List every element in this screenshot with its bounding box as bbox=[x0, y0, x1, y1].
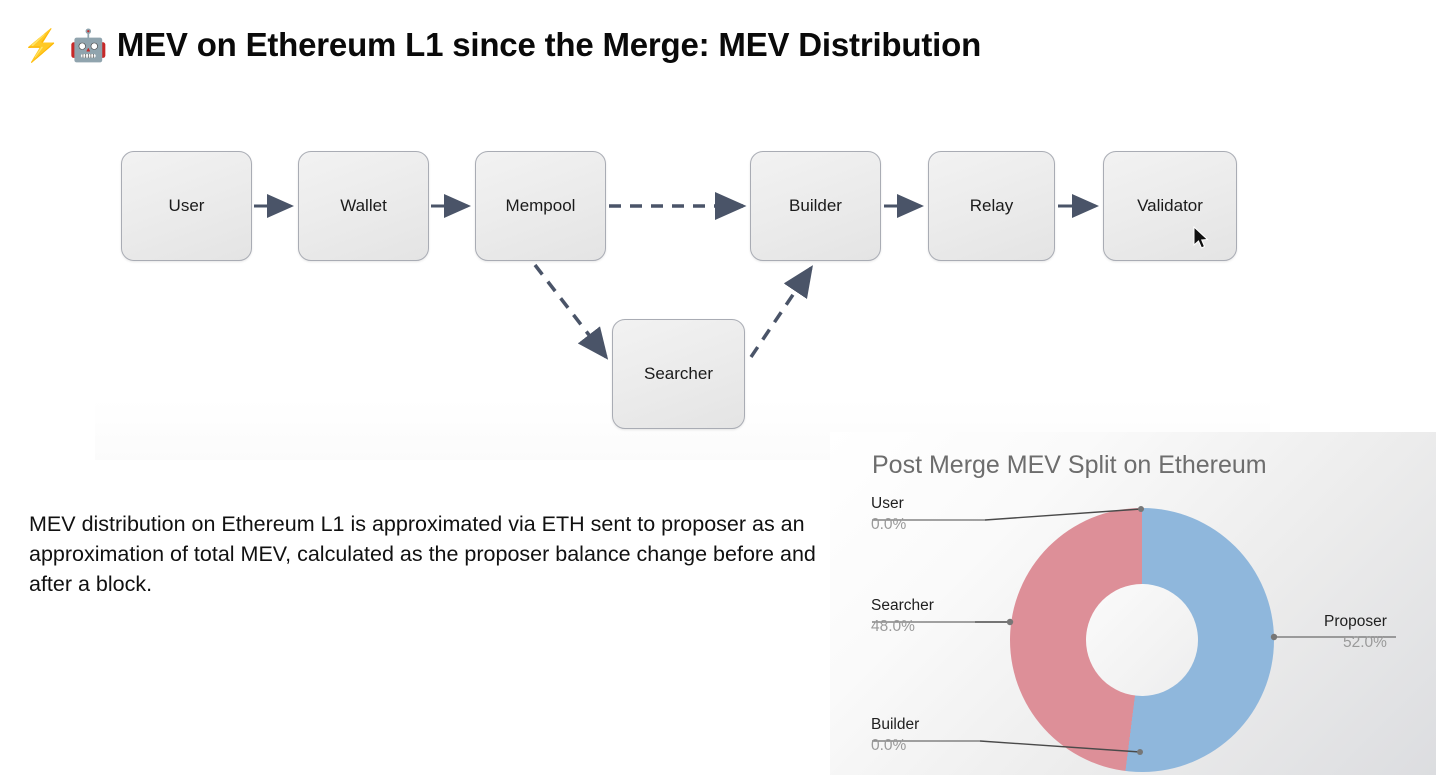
diagram-node-label: Searcher bbox=[644, 364, 713, 383]
diagram-node-validator[interactable]: Validator bbox=[1103, 151, 1237, 261]
pie-label-searcher: Searcher 48.0% bbox=[871, 596, 934, 636]
page-title: ⚡ 🤖 MEV on Ethereum L1 since the Merge: … bbox=[22, 26, 981, 64]
diagram-node-label: Mempool bbox=[505, 196, 576, 215]
description-paragraph: MEV distribution on Ethereum L1 is appro… bbox=[29, 512, 816, 596]
leader-dot-searcher bbox=[1006, 618, 1014, 626]
leader-dot-proposer bbox=[1270, 633, 1278, 641]
diagram-edges bbox=[254, 192, 1099, 360]
pie-label-name: Builder bbox=[871, 716, 920, 733]
diagram-node-builder[interactable]: Builder bbox=[750, 151, 881, 261]
diagram-node-label: Wallet bbox=[340, 196, 387, 215]
pie-label-value: 0.0% bbox=[871, 516, 907, 533]
page-title-text: MEV on Ethereum L1 since the Merge: MEV … bbox=[116, 26, 982, 63]
edge-mempool-searcher bbox=[533, 263, 609, 360]
diagram-node-label: Builder bbox=[789, 196, 842, 215]
diagram-node-wallet[interactable]: Wallet bbox=[298, 151, 429, 261]
leader-line-user bbox=[984, 508, 1142, 521]
robot-icon: 🤖 bbox=[69, 27, 108, 63]
pie-label-user: User 0.0% bbox=[871, 494, 906, 534]
mev-split-chart: Post Merge MEV Split on Ethereum User 0.… bbox=[830, 432, 1436, 775]
donut-hole bbox=[1086, 584, 1198, 696]
chart-title: Post Merge MEV Split on Ethereum bbox=[872, 451, 1267, 479]
leader-dot-builder bbox=[1137, 749, 1143, 755]
pie-label-name: User bbox=[871, 495, 904, 512]
diagram-node-relay[interactable]: Relay bbox=[928, 151, 1055, 261]
pie-label-builder: Builder 0.0% bbox=[871, 715, 919, 755]
pie-label-name: Proposer bbox=[1324, 613, 1387, 630]
pie-label-value: 52.0% bbox=[1342, 634, 1387, 651]
diagram-node-user[interactable]: User bbox=[121, 151, 252, 261]
chart-leader-lines bbox=[872, 506, 1396, 755]
pie-label-value: 0.0% bbox=[871, 737, 907, 754]
diagram-node-label: User bbox=[168, 196, 205, 215]
leader-line-builder bbox=[979, 740, 1141, 753]
pie-label-proposer: Proposer 52.0% bbox=[1324, 612, 1387, 652]
pie-label-name: Searcher bbox=[871, 597, 934, 614]
diagram-node-mempool[interactable]: Mempool bbox=[475, 151, 606, 261]
pie-label-value: 48.0% bbox=[871, 618, 915, 635]
diagram-node-label: Relay bbox=[969, 196, 1014, 215]
diagram-node-searcher[interactable]: Searcher bbox=[612, 319, 745, 429]
diagram-node-label: Validator bbox=[1137, 196, 1203, 215]
leader-dot-user bbox=[1138, 506, 1144, 512]
donut-chart bbox=[1010, 508, 1274, 772]
mev-supply-chain-diagram: User Wallet Mempool Builder Relay Valida… bbox=[95, 120, 1270, 460]
lightning-bolt-icon: ⚡ bbox=[22, 27, 61, 63]
edge-searcher-builder bbox=[749, 265, 813, 358]
